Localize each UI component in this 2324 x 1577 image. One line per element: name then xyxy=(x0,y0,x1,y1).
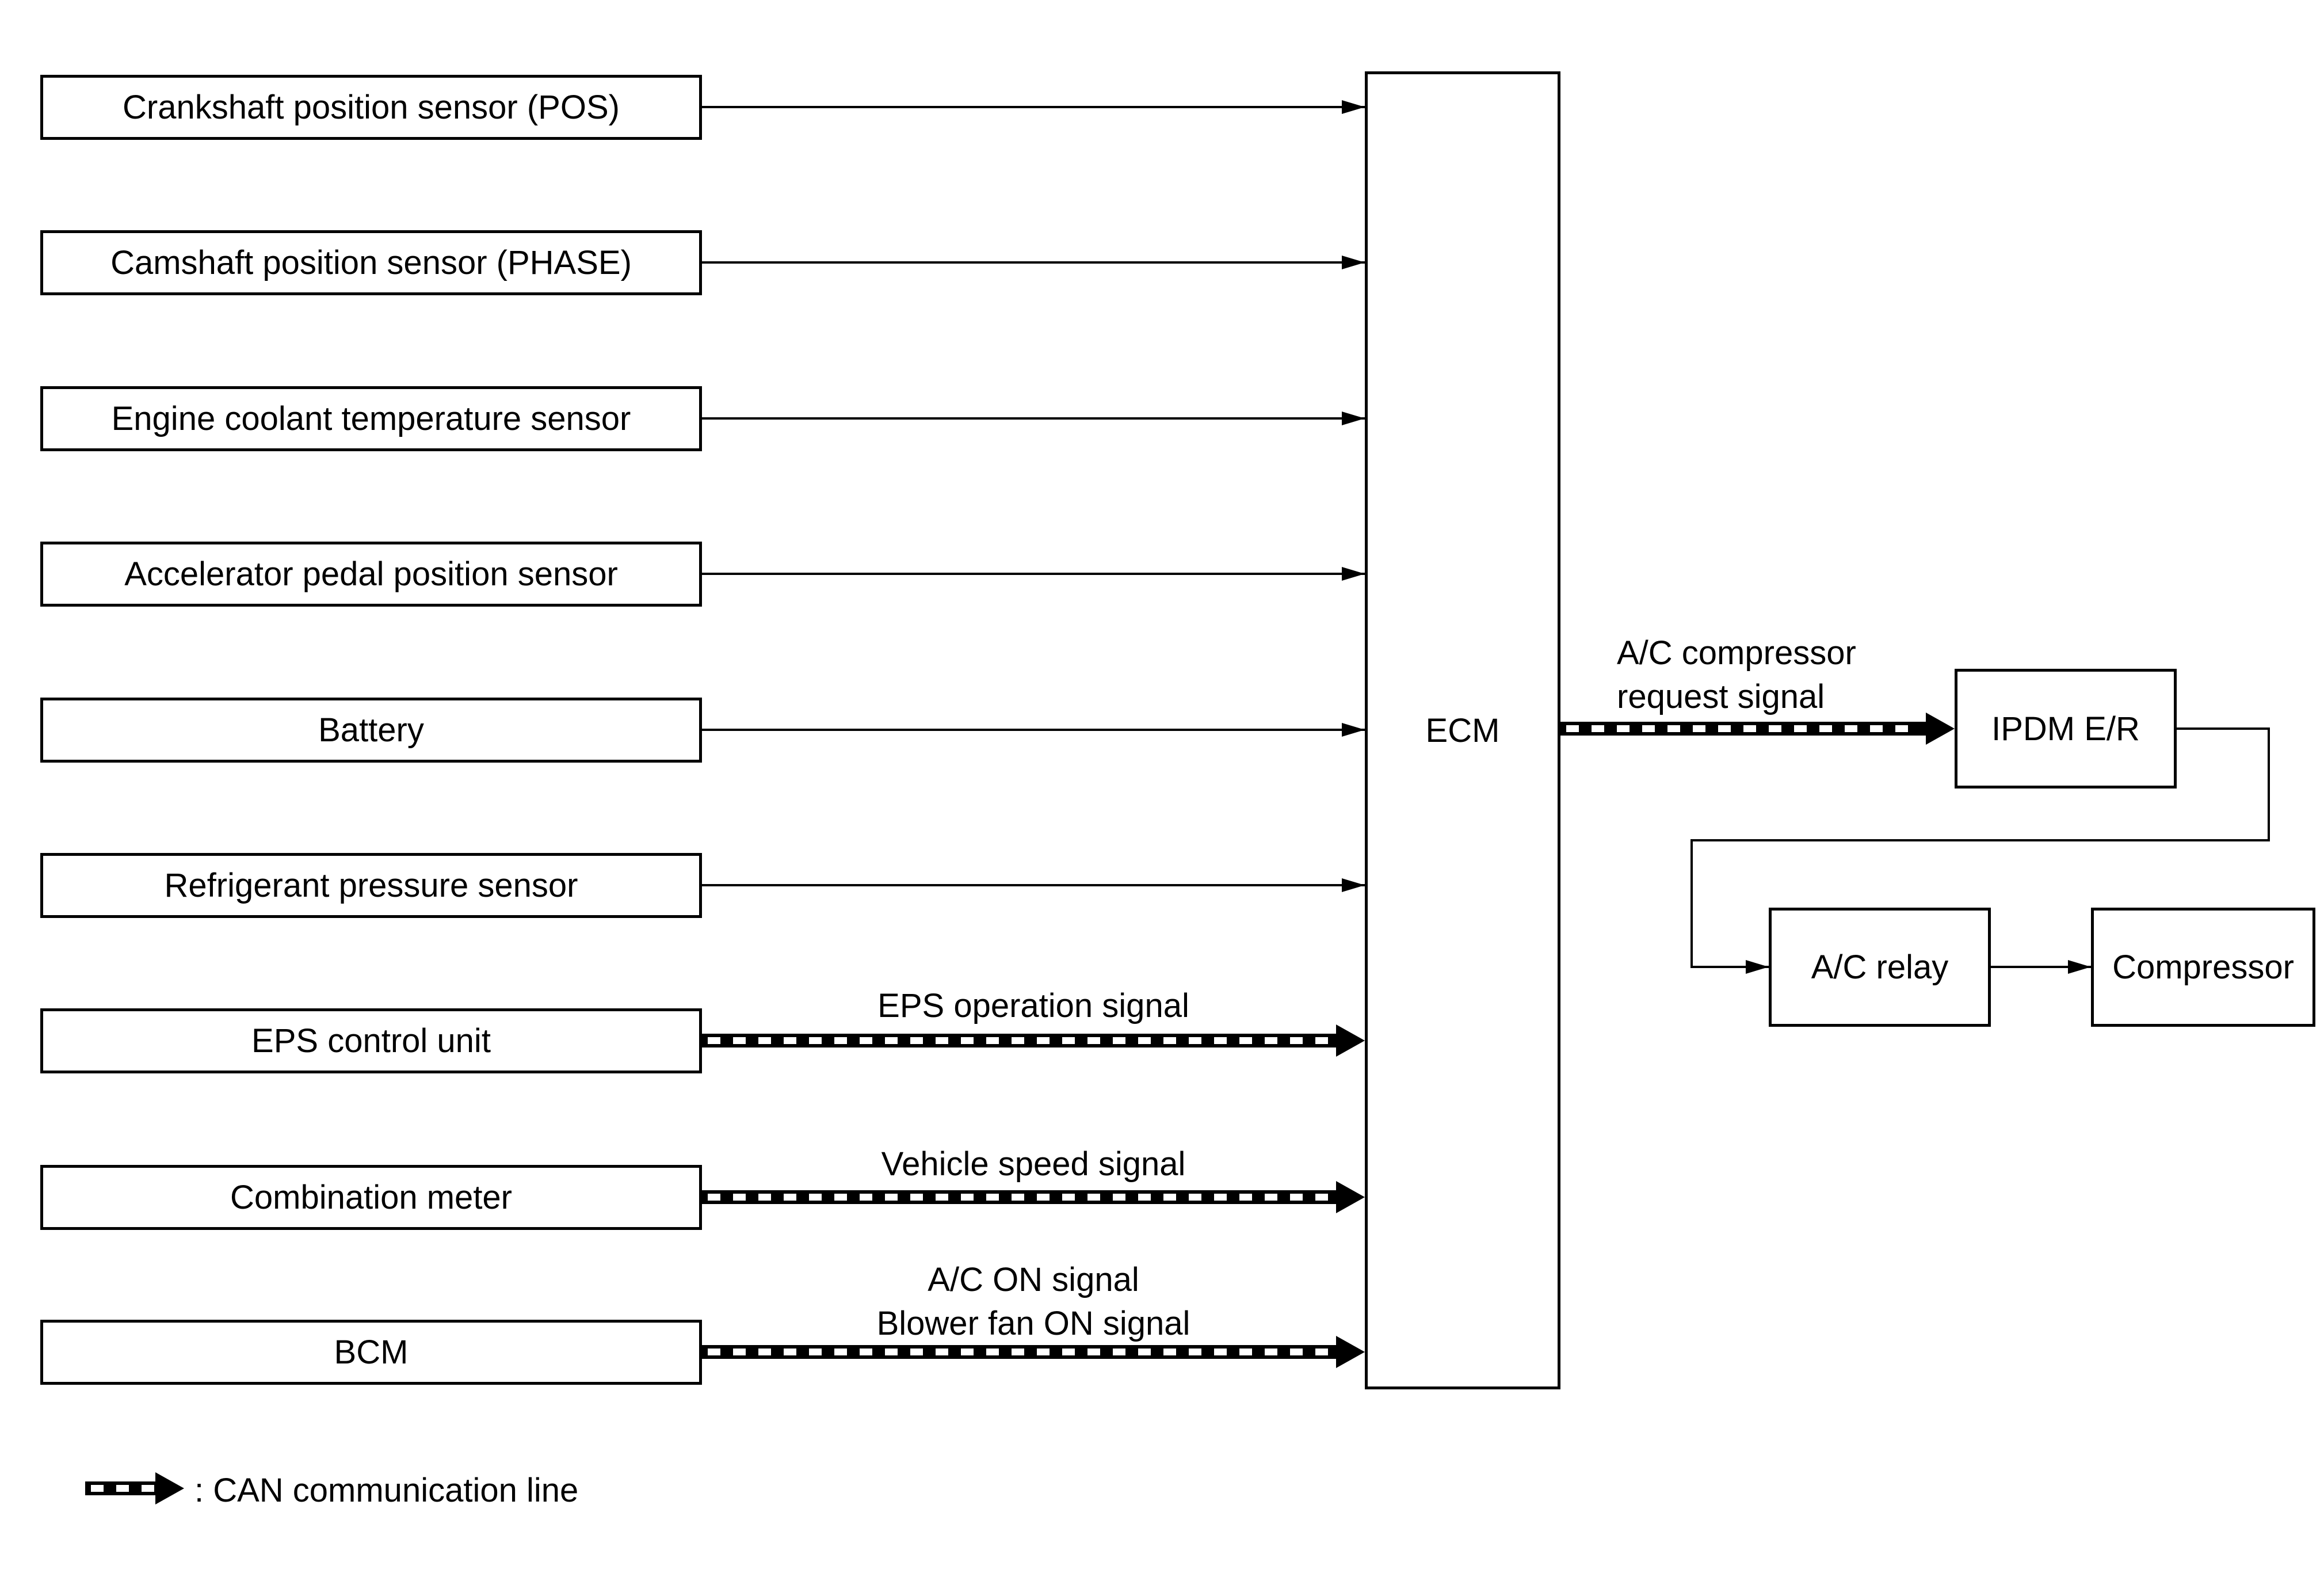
input-box-refrigerant-sensor: Refrigerant pressure sensor xyxy=(40,853,702,918)
input-box-battery: Battery xyxy=(40,698,702,763)
input-label: Camshaft position sensor (PHASE) xyxy=(110,244,632,281)
input-box-combination-meter: Combination meter xyxy=(40,1165,702,1230)
can-line-meter-arrowhead xyxy=(1336,1181,1365,1213)
input-label: Accelerator pedal position sensor xyxy=(124,555,618,593)
input-box-eps-control-unit: EPS control unit xyxy=(40,1008,702,1073)
blower-fan-signal-label: Blower fan ON signal xyxy=(876,1305,1190,1342)
ac-relay-label: A/C relay xyxy=(1811,949,1949,986)
compressor-box: Compressor xyxy=(2091,908,2315,1027)
can-line-bcm-dashes xyxy=(708,1349,1328,1355)
input-box-camshaft-sensor: Camshaft position sensor (PHASE) xyxy=(40,230,702,295)
can-line-bcm-arrowhead xyxy=(1336,1336,1365,1368)
legend-can-symbol-dashes xyxy=(91,1485,154,1492)
input-label: EPS control unit xyxy=(251,1022,491,1060)
can-line-meter-dashes xyxy=(708,1194,1328,1201)
ac-on-signal-label: A/C ON signal xyxy=(928,1261,1139,1298)
input-label: Engine coolant temperature sensor xyxy=(111,400,631,437)
wire-ipdm-to-relay xyxy=(1690,727,2270,974)
compressor-label: Compressor xyxy=(2112,949,2294,986)
can-line-ecm-ipdm-dashes xyxy=(1566,725,1908,732)
input-label: Crankshaft position sensor (POS) xyxy=(123,89,620,126)
ac-request-signal-label-2: request signal xyxy=(1617,678,1825,715)
input-label: Refrigerant pressure sensor xyxy=(164,867,578,904)
ac-request-signal-label-1: A/C compressor xyxy=(1617,634,1856,672)
input-label: BCM xyxy=(334,1334,409,1371)
input-box-crankshaft-sensor: Crankshaft position sensor (POS) xyxy=(40,75,702,140)
ecm-label: ECM xyxy=(1425,711,1500,749)
ecm-box: ECM xyxy=(1365,71,1560,1389)
ac-relay-box: A/C relay xyxy=(1769,908,1991,1027)
can-line-eps-arrowhead xyxy=(1336,1024,1365,1057)
eps-signal-label: EPS operation signal xyxy=(877,987,1189,1024)
can-line-eps-dashes xyxy=(708,1037,1328,1044)
input-label: Battery xyxy=(318,711,424,749)
legend-label: : CAN communication line xyxy=(194,1472,579,1509)
can-line-ecm-ipdm-arrowhead xyxy=(1926,713,1955,745)
legend-can-symbol-arrowhead xyxy=(155,1472,184,1504)
input-box-coolant-temp-sensor: Engine coolant temperature sensor xyxy=(40,386,702,451)
input-box-bcm: BCM xyxy=(40,1320,702,1385)
input-box-accelerator-sensor: Accelerator pedal position sensor xyxy=(40,542,702,607)
speed-signal-label: Vehicle speed signal xyxy=(881,1145,1186,1183)
ipdm-box: IPDM E/R xyxy=(1955,669,2177,788)
ipdm-label: IPDM E/R xyxy=(1991,710,2140,748)
input-label: Combination meter xyxy=(230,1179,512,1216)
